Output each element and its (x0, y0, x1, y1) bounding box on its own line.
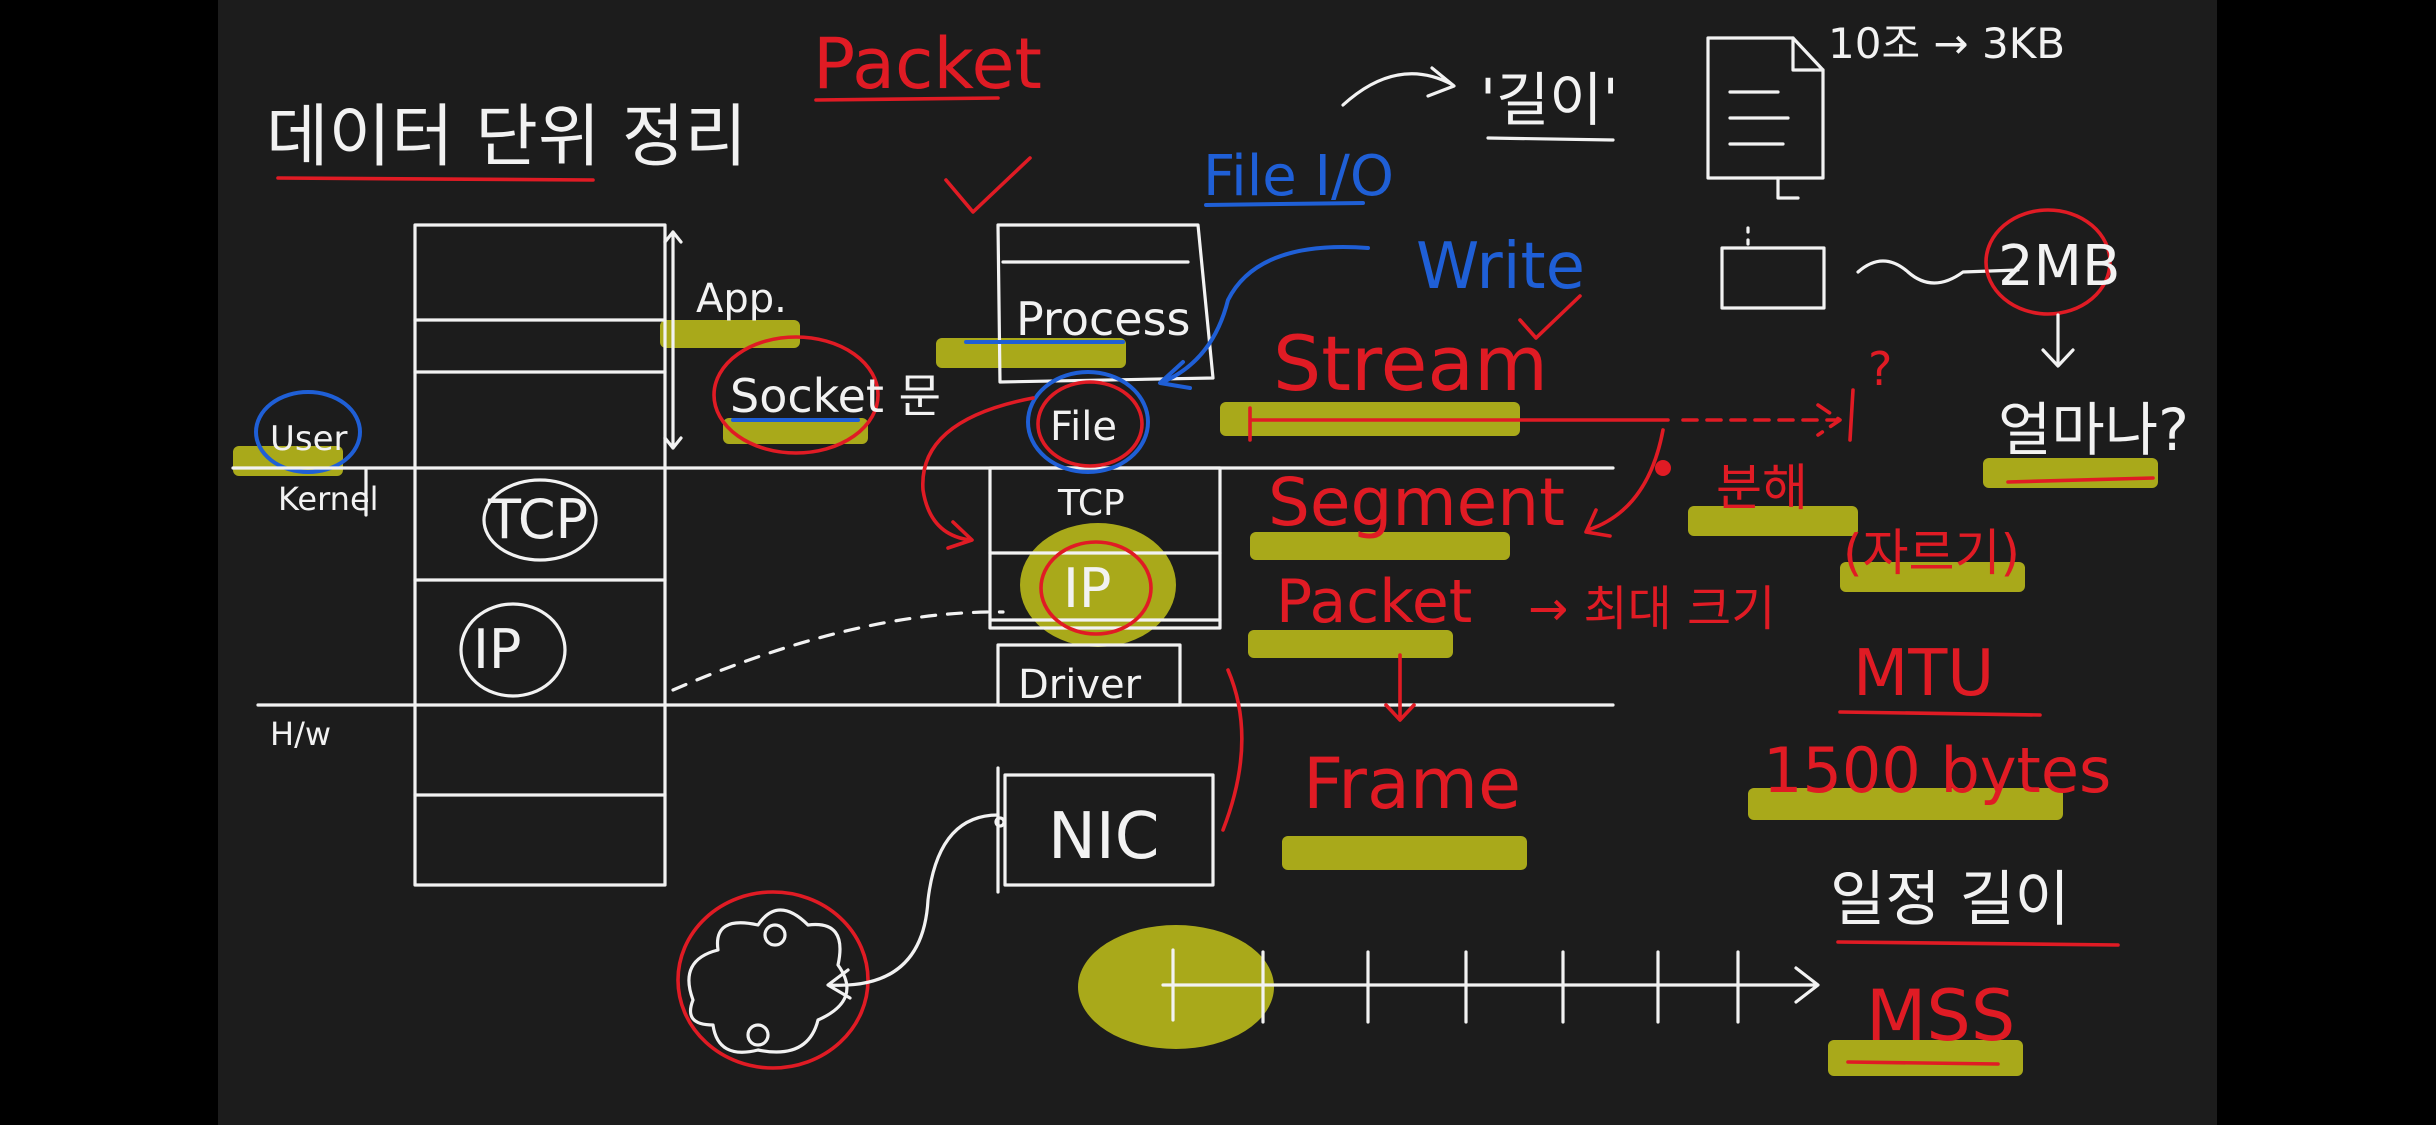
stream-to-segment-arrow (1584, 428, 1665, 538)
label-max-size: → 최대 크기 (1528, 581, 1775, 637)
mss-segment-line (1161, 948, 1820, 1024)
nic-box (1003, 773, 1215, 887)
highlight-cut (1840, 562, 2025, 592)
label-segment: Segment (1268, 464, 1565, 541)
label-process: Process (1016, 292, 1191, 346)
socket-circle (712, 335, 880, 455)
highlight-socket (723, 418, 868, 444)
label-driver: Driver (1018, 662, 1142, 708)
label-write: Write (1416, 230, 1585, 304)
document-icon (1706, 36, 1825, 200)
label-stream: Stream (1273, 319, 1548, 408)
label-file-io: File I/O (1203, 144, 1394, 209)
highlight-segment (1250, 532, 1510, 560)
label-frame: Frame (1303, 743, 1521, 825)
mtu-underline (1838, 710, 2042, 717)
label-kernel: Kernel (278, 480, 379, 518)
network-cloud (687, 908, 849, 1054)
highlight-1500 (1748, 788, 2063, 820)
mb2-down-arrow (2041, 313, 2075, 368)
stream-line (1248, 406, 1670, 442)
highlight-frame (1282, 836, 1527, 870)
length-arrow (1341, 66, 1456, 107)
fixed-length-underline (1836, 940, 2120, 947)
tilde-connector (1856, 259, 2020, 285)
whiteboard: 데이터 단위 정리 Packet App. Socket 문 User Kern… (218, 0, 2217, 1125)
ip-circle-middle (1039, 540, 1153, 636)
length-underline (1486, 136, 1615, 142)
write-to-file-arrow (1158, 245, 1370, 390)
title-underline (276, 176, 595, 182)
nic-port (994, 816, 1006, 828)
label-2mb: 2MB (1998, 234, 2120, 299)
nic-to-cloud-arrow (826, 813, 1000, 1000)
header-packet-underline (814, 96, 1000, 102)
label-mtu: MTU (1853, 637, 1994, 711)
small-file-box (1720, 226, 1826, 310)
highlight-process (936, 338, 1126, 368)
diagram-canvas: 데이터 단위 정리 Packet App. Socket 문 User Kern… (231, 19, 2189, 1076)
file-circle (1026, 370, 1150, 474)
label-doc-size: 10조 → 3KB (1828, 19, 2065, 68)
mb2-circle (1984, 208, 2112, 316)
highlight-mss (1828, 1040, 2023, 1076)
socket-to-tcp-arrow (921, 396, 1035, 550)
left-layer-stack (413, 223, 683, 887)
label-tcp: TCP (487, 488, 588, 551)
label-app: App. (696, 276, 787, 322)
stream-dashed-arrow (1681, 403, 1842, 437)
label-split: 분해 (1716, 459, 1808, 517)
highlight-app (660, 320, 800, 348)
label-nic: NIC (1048, 800, 1159, 874)
label-ip-left: IP (473, 618, 522, 681)
user-circle (254, 390, 362, 474)
label-file: File (1050, 404, 1117, 450)
highlight-first-segment (1078, 925, 1274, 1049)
highlight-marks (233, 320, 2158, 1076)
stack-bracket-red (1221, 668, 1244, 832)
label-socket: Socket 문 (730, 369, 941, 423)
stream-question: ? (1868, 342, 1892, 396)
label-cut: (자르기) (1843, 524, 2020, 582)
label-hw: H/w (270, 715, 331, 753)
label-mss: MSS (1866, 975, 2015, 1057)
write-check (1518, 294, 1582, 340)
label-length: '길이' (1480, 66, 1619, 134)
ip-circle-left (459, 602, 567, 698)
split-point (1655, 460, 1671, 476)
label-ip-middle: IP (1063, 557, 1112, 620)
dashed-connector (671, 610, 1005, 692)
label-user: User (270, 419, 348, 459)
highlight-split (1688, 506, 1858, 536)
how-much-underline (2006, 476, 2155, 484)
label-packet-mid: Packet (1276, 567, 1472, 637)
title: 데이터 단위 정리 (266, 98, 747, 177)
label-how-much: 얼마나? (1998, 396, 2189, 464)
mss-underline (1846, 1060, 2000, 1066)
stream-end-mark (1848, 388, 1855, 442)
file-circle-red (1036, 380, 1144, 468)
label-1500-bytes: 1500 bytes (1763, 734, 2111, 807)
label-tcp-small: TCP (1057, 483, 1125, 524)
cloud-circle (676, 890, 870, 1070)
header-packet: Packet (813, 23, 1042, 105)
middle-layer-stack (988, 223, 1222, 887)
label-fixed-length: 일정 길이 (1830, 865, 2070, 935)
check-mark (944, 156, 1032, 214)
highlight-packet (1248, 630, 1453, 658)
tcp-circle (482, 478, 598, 562)
file-io-underline (1204, 201, 1365, 207)
packet-to-frame-arrow (1384, 653, 1416, 722)
